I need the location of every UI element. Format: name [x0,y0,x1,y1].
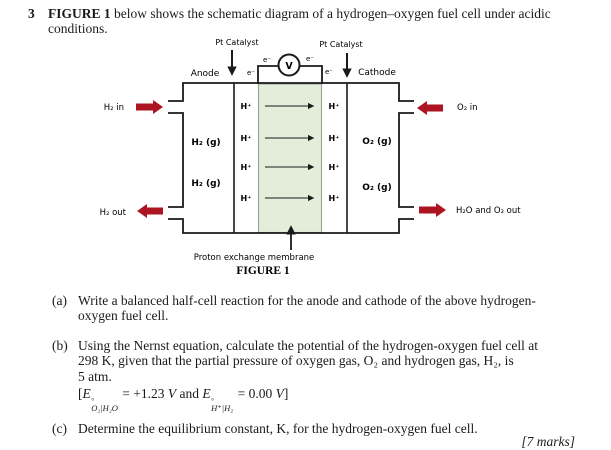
eq-volt2: V [275,386,284,402]
anode-label: Anode [191,69,220,79]
eq-value2: = 0.00 [234,386,276,402]
h-plus-label: H⁺ [241,163,252,172]
figure-caption: FIGURE 1 [236,265,290,277]
h-plus-label: H⁺ [241,134,252,143]
pt-catalyst-left-label: Pt Catalyst [215,38,258,47]
question-a-body: Write a balanced half-cell reaction for … [78,293,578,324]
proton-flow-arrows [265,102,315,202]
question-b-label: (b) [52,338,68,353]
question-a-line1: Write a balanced half-cell reaction for … [78,293,536,308]
intro-line2: conditions. [48,21,108,37]
eq-E1-supsub: °O₂|H₂O [91,395,118,414]
question-b-body: Using the Nernst equation, calculate the… [78,338,578,413]
o2-in-arrow-icon [417,101,443,115]
question-c-line1: Determine the equilibrium constant, K, f… [78,421,478,436]
cathode-label: Cathode [358,68,396,78]
h-plus-label: H⁺ [241,194,252,203]
question-c-label: (c) [52,421,67,436]
marks-label: [7 marks] [521,434,575,449]
h-plus-label: H⁺ [329,163,340,172]
electron-label: e⁻ [325,68,333,76]
question-c-body: Determine the equilibrium constant, K, f… [78,421,578,436]
h2-gas-label: H₂ (g) [191,179,220,189]
question-b-line2: 298 K, given that the partial pressure o… [78,353,514,369]
h2-out-arrow-icon [137,204,163,218]
voltmeter-icon [277,53,301,77]
eq-open-bracket: [ [78,386,83,402]
h-plus-label: H⁺ [329,102,340,111]
eq-E1: E [82,386,91,402]
h2-out-label: H₂ out [100,208,127,218]
question-b-line1: Using the Nernst equation, calculate the… [78,338,538,353]
membrane-label: Proton exchange membrane [194,253,315,263]
h-plus-label: H⁺ [241,102,252,111]
eq-volt1: V [167,386,177,402]
eq-value1: = +1.23 [118,386,168,402]
intro-line1-rest: below shows the schematic diagram of a h… [110,6,551,21]
voltmeter-label: V [285,61,293,72]
o2-in-label: O₂ in [457,103,478,113]
h2-in-label: H₂ in [104,103,124,113]
o2-gas-label: O₂ (g) [362,183,391,193]
h2o-o2-out-label: H₂O and O₂ out [456,206,521,216]
h-plus-label: H⁺ [329,194,340,203]
question-number: 3 [28,6,35,21]
h2-in-arrow-icon [136,100,163,114]
question-b-line3: 5 atm. [78,368,112,384]
eq-E2: E [202,386,211,402]
electron-label: e⁻ [306,55,314,63]
question-a-line2: oxygen fuel cell. [78,308,169,324]
standard-potentials-equation: [E°O₂|H₂O = +1.23 V and E°H⁺|H₂ = 0.00 V… [78,386,578,413]
pt-catalyst-right-label: Pt Catalyst [319,40,362,49]
o2-gas-label: O₂ (g) [362,137,391,147]
h-plus-label: H⁺ [329,134,340,143]
intro-bold: FIGURE 1 [48,6,111,21]
electron-label: e⁻ [263,56,271,64]
h2o-o2-out-arrow-icon [419,203,446,217]
eq-close-bracket: ] [283,386,289,402]
question-a-label: (a) [52,293,67,308]
intro-line1: FIGURE 1 below shows the schematic diagr… [48,6,596,21]
fuel-cell-diagram: V e⁻ e⁻ e⁻ e⁻ Pt Catalyst Pt Catalyst An… [100,38,522,277]
question-intro: FIGURE 1 below shows the schematic diagr… [48,6,596,36]
electron-label: e⁻ [247,69,255,77]
eq-and: and [176,386,203,402]
eq-E2-supsub: °H⁺|H₂ [211,395,234,414]
h2-gas-label: H₂ (g) [191,138,220,148]
